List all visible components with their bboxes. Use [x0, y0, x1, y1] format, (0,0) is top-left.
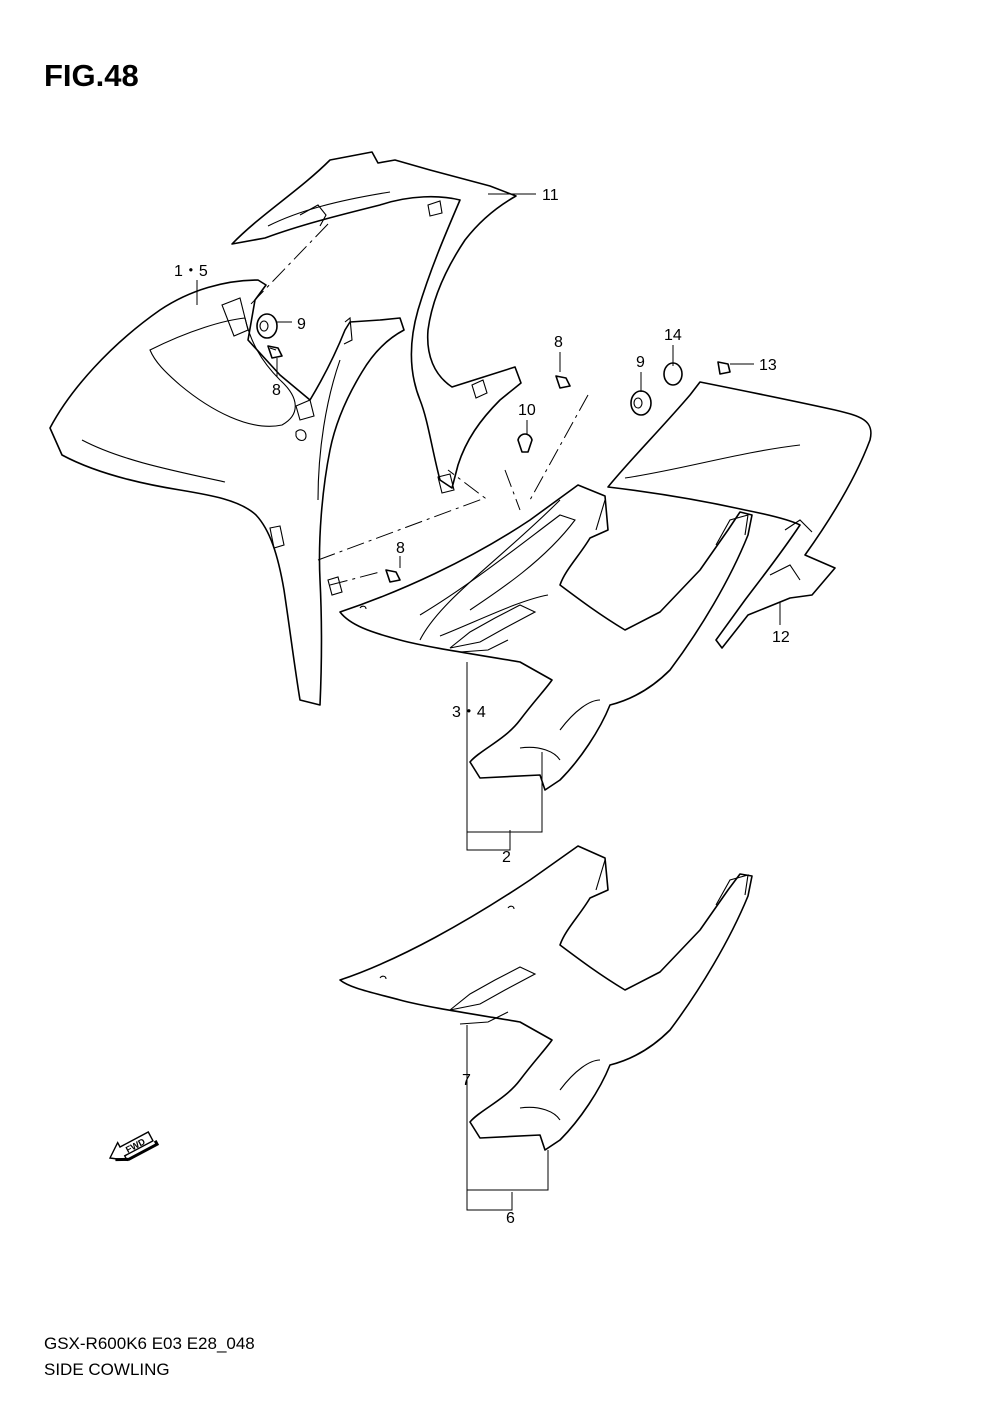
side-cowling-part-1-5	[49, 279, 405, 706]
inner-panel-part-11	[231, 151, 522, 494]
callout-3-4: 3・4	[452, 704, 486, 721]
callout-labels: 11 1・5 9 8 8 14 9 13 10 8 12 3・4 2 7 6	[174, 187, 790, 1227]
footer-model-code: GSX-R600K6 E03 E28_048	[44, 1334, 255, 1353]
screw-part-8-upper	[267, 345, 283, 359]
callout-13: 13	[759, 357, 777, 374]
side-panel-part-12	[607, 381, 872, 649]
callout-2: 2	[502, 849, 511, 866]
fastener-part-10	[517, 433, 533, 453]
under-cowling-part-2	[339, 484, 753, 791]
callout-9-right: 9	[636, 354, 645, 371]
callout-12: 12	[772, 629, 790, 646]
screw-part-8-lower	[385, 569, 401, 583]
figure-title: FIG.48	[44, 58, 139, 93]
nut-part-14	[663, 362, 683, 386]
callout-8-mid: 8	[554, 334, 563, 351]
callout-14: 14	[664, 327, 682, 344]
leader-lines	[196, 193, 781, 1211]
callout-8-lower: 8	[396, 540, 405, 557]
callout-6: 6	[506, 1210, 515, 1227]
callout-11: 11	[542, 187, 559, 204]
callout-7: 7	[462, 1072, 471, 1089]
fwd-arrow-icon: FWD	[108, 1131, 160, 1162]
callout-1-5: 1・5	[174, 263, 208, 280]
footer-section-name: SIDE COWLING	[44, 1360, 170, 1379]
grommet-part-9-right	[630, 390, 652, 416]
callout-8-upper: 8	[272, 382, 281, 399]
screw-part-13	[717, 361, 731, 375]
under-cowling-part-6	[339, 845, 753, 1151]
callout-9-upper: 9	[297, 316, 306, 333]
assembly-lines	[249, 223, 589, 586]
grommet-part-9-upper	[256, 313, 278, 339]
screw-part-8-mid	[555, 375, 571, 389]
callout-10: 10	[518, 402, 536, 419]
